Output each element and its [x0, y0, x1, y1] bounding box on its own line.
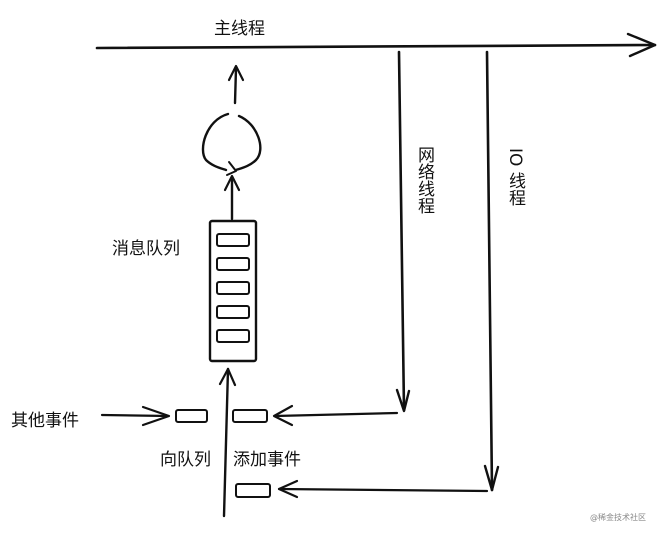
io-thread-label: IO 线程 [505, 148, 525, 206]
dequeue-arrowhead [223, 174, 241, 192]
other-events-arrowhead [141, 405, 171, 427]
event-box-other [175, 409, 208, 423]
watermark: @稀金技术社区 [590, 513, 646, 522]
network-thread-arrowhead [395, 388, 411, 413]
event-loop-arc-right [234, 114, 262, 172]
event-box-network [232, 409, 268, 423]
other-events-label: 其他事件 [11, 411, 79, 431]
main-thread-line [95, 43, 657, 50]
network-thread-label: 网络线程 [414, 146, 434, 214]
queue-slots [216, 233, 250, 343]
network-to-queue-line [273, 411, 399, 418]
loop-to-main-line [233, 66, 238, 105]
io-to-queue-arrowhead [277, 479, 299, 499]
main-thread-label: 主线程 [214, 19, 265, 39]
enqueue-arrowhead [218, 367, 237, 387]
event-box-io [235, 483, 271, 498]
main-thread-arrowhead [626, 32, 657, 58]
queue-slot [216, 305, 250, 319]
queue-slot [216, 329, 250, 343]
io-thread-arrowhead [483, 464, 500, 492]
enqueue-line [222, 367, 230, 518]
to-queue-label: 向队列 [160, 450, 211, 470]
add-events-label: 添加事件 [233, 450, 301, 470]
io-to-queue-line [277, 487, 489, 493]
queue-slot [216, 233, 250, 247]
network-to-queue-arrowhead [272, 404, 294, 427]
other-events-line [100, 413, 170, 418]
message-queue-box [208, 219, 258, 363]
io-thread-line [485, 50, 494, 492]
event-loop-arrowhead [226, 161, 237, 176]
event-loop-arc-left [201, 112, 230, 172]
loop-to-main-arrowhead [227, 64, 245, 82]
message-queue-label: 消息队列 [112, 239, 180, 259]
queue-slot [216, 281, 250, 295]
queue-slot [216, 257, 250, 271]
network-thread-line [397, 50, 406, 412]
